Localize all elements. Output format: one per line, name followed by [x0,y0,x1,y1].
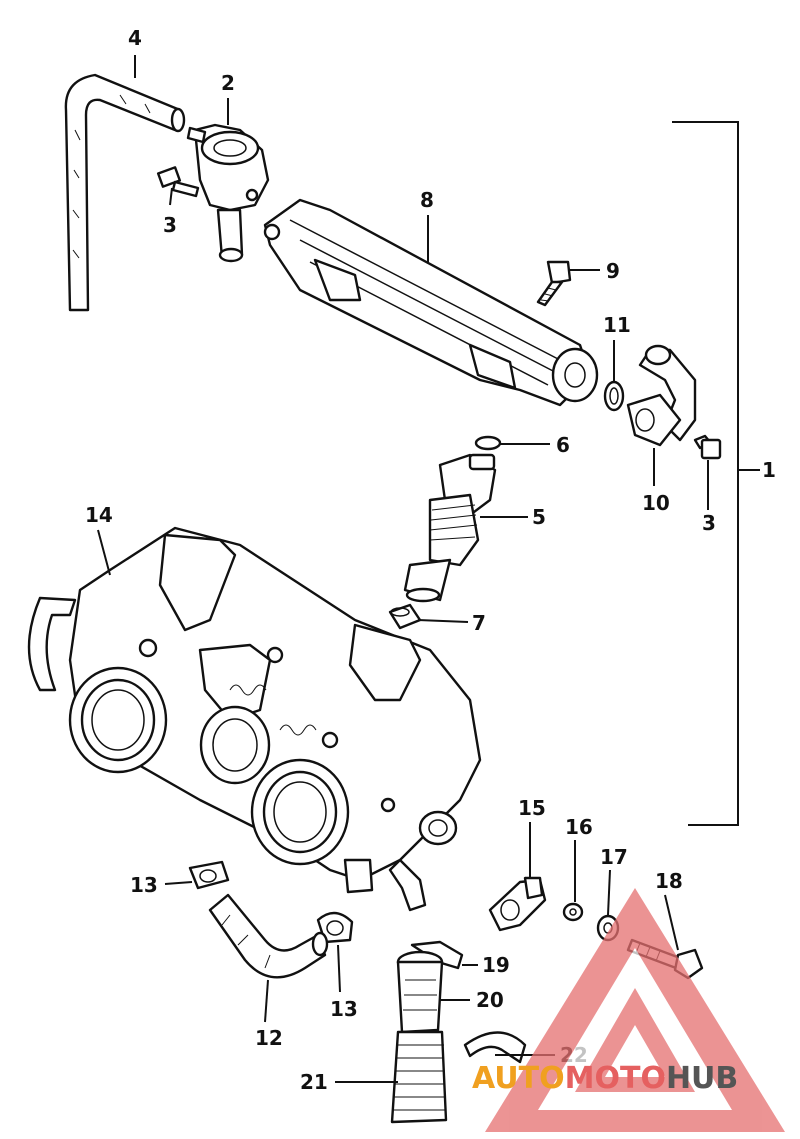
callout-9: 9 [606,259,620,283]
part-pressure-regulator [186,123,270,263]
part-vacuum-hose [64,73,186,312]
callout-16: 16 [565,815,593,839]
callout-20: 20 [476,988,504,1012]
part-bolt-9 [536,260,572,307]
callout-21: 21 [300,1070,328,1094]
callout-4: 4 [128,26,142,50]
part-insulator-7 [388,603,422,630]
assembly-bracket [672,121,739,826]
callout-1: 1 [762,458,776,482]
callout-11: 11 [603,313,631,337]
automotohub-watermark: AUTOMOTOHUB [472,888,785,1132]
part-hose-clip-upper [188,860,230,890]
callout-5: 5 [532,505,546,529]
part-fuel-joint [626,344,697,447]
part-bent-hose [208,893,329,979]
part-bolt-upper [156,166,200,198]
part-o-ring-11 [603,380,625,412]
part-hose-clip-lower [316,911,354,944]
callout-13-lower: 13 [330,997,358,1021]
callout-13-left: 13 [130,873,158,897]
part-bolt-right [693,434,722,460]
callout-19: 19 [482,953,510,977]
part-fuel-injector [403,453,497,603]
callout-12: 12 [255,1026,283,1050]
part-boot-21 [390,1030,448,1124]
callout-10: 10 [642,491,670,515]
watermark-text: AUTOMOTOHUB [472,1061,738,1096]
part-seal-ring-6 [474,435,502,451]
watermark-hub: HUB [666,1061,738,1096]
callout-17: 17 [600,845,628,869]
part-throttle-body [27,526,482,912]
watermark-moto: MOTO [565,1061,666,1096]
part-hose-20 [396,950,444,1034]
callout-15: 15 [518,796,546,820]
callout-3-right: 3 [702,511,716,535]
watermark-auto: AUTO [472,1061,565,1096]
part-washer [562,902,584,922]
callout-3-upper: 3 [163,213,177,237]
part-fuel-rail [263,198,599,407]
callout-7: 7 [472,611,486,635]
callout-2: 2 [221,71,235,95]
callout-8: 8 [420,188,434,212]
callout-6: 6 [556,433,570,457]
leader-lines [97,55,709,1083]
callout-18: 18 [655,869,683,893]
callout-14: 14 [85,503,113,527]
part-bracket [488,876,547,932]
watermark-triangle-logo [485,888,785,1132]
